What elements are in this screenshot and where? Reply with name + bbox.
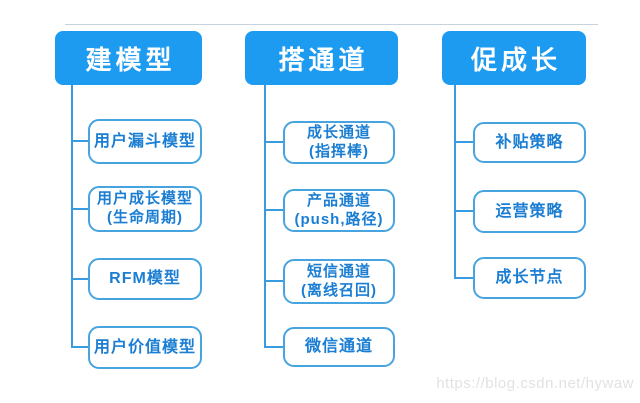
watermark-url: https://blog.csdn.net/hywaw [436, 375, 634, 392]
node-label: 短信通道 [306, 262, 371, 280]
connector-col1-vline [71, 85, 73, 348]
node-sms-channel: 短信通道 (离线召回) [283, 259, 395, 304]
connector-col2-stub-4 [265, 346, 283, 348]
node-label: 产品通道 [306, 191, 371, 209]
connector-col3-stub-2 [455, 210, 473, 212]
connector-col2-stub-1 [265, 141, 283, 143]
node-user-growth-model: 用户成长模型 (生命周期) [88, 186, 202, 232]
node-user-value-model: 用户价值模型 [88, 326, 202, 369]
connector-col3-stub-1 [455, 141, 473, 143]
node-label: 微信通道 [304, 338, 373, 355]
node-label: 用户漏斗模型 [93, 132, 196, 150]
branch-promote-growth-label: 促成长 [470, 44, 561, 75]
node-label: 成长节点 [495, 269, 564, 286]
node-operation-strategy: 运营策略 [473, 190, 586, 233]
node-product-channel: 产品通道 (push,路径) [283, 189, 395, 232]
node-label: 补贴策略 [495, 133, 564, 151]
connector-col3-vline [454, 85, 456, 279]
node-label: RFM模型 [109, 270, 181, 287]
node-sublabel: (指挥棒) [309, 142, 369, 160]
connector-col1-stub-2 [72, 208, 88, 210]
connector-col3-stub-3 [455, 277, 473, 279]
node-growth-node: 成长节点 [473, 257, 586, 299]
branch-promote-growth: 促成长 [442, 31, 586, 85]
node-label: 用户价值模型 [93, 338, 196, 356]
node-rfm-model: RFM模型 [88, 258, 202, 300]
connector-col1-stub-3 [72, 278, 88, 280]
connector-col2-stub-2 [265, 209, 283, 211]
node-wechat-channel: 微信通道 [283, 327, 395, 367]
parent-connector-rail [65, 24, 598, 25]
node-subsidy-strategy: 补贴策略 [473, 122, 586, 163]
node-label: 成长通道 [306, 123, 371, 141]
node-sublabel: (离线召回) [301, 281, 377, 299]
connector-col2-stub-3 [265, 280, 283, 282]
connector-col1-stub-1 [72, 140, 88, 142]
connector-col2-vline [264, 85, 266, 348]
node-sublabel: (生命周期) [107, 209, 183, 226]
branch-build-channel: 搭通道 [245, 31, 398, 85]
node-sublabel: (push,路径) [294, 210, 384, 228]
branch-build-channel-label: 搭通道 [278, 44, 369, 75]
node-label: 用户成长模型 [96, 190, 193, 208]
node-user-funnel-model: 用户漏斗模型 [88, 119, 202, 164]
branch-build-model-label: 建模型 [85, 44, 176, 75]
node-label: 运营策略 [495, 202, 564, 220]
connector-col1-stub-4 [72, 346, 88, 348]
node-growth-channel: 成长通道 (指挥棒) [283, 121, 395, 164]
branch-build-model: 建模型 [55, 31, 202, 85]
